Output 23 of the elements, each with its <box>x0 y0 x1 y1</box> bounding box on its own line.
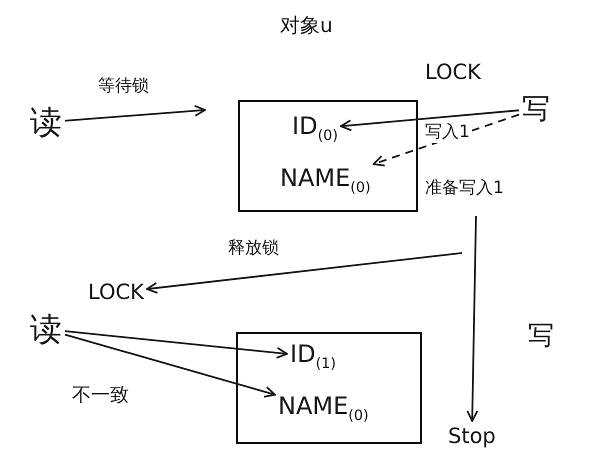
node-text: Stop <box>448 424 496 450</box>
arrow <box>64 104 206 122</box>
node-text: 写 <box>522 92 550 126</box>
annotation-text: 写 <box>528 320 554 353</box>
edge-label: 释放锁 <box>226 236 281 259</box>
arrow <box>146 252 462 294</box>
arrow <box>64 334 276 398</box>
annotation-text: LOCK <box>425 60 481 84</box>
node-text: NAME$_{(0)}$ <box>280 164 371 198</box>
node-text: 读 <box>30 103 62 142</box>
object-box <box>236 332 422 444</box>
node-text: 读 <box>30 310 62 348</box>
arrow <box>466 216 478 422</box>
node-text: NAME$_{(0)}$ <box>278 392 369 426</box>
arrow <box>340 109 520 132</box>
node-text: ID$_{(1)}$ <box>290 340 336 374</box>
annotation-text: 不一致 <box>72 383 129 408</box>
node-text: LOCK <box>88 280 144 306</box>
node-text: ID$_{(0)}$ <box>292 112 338 146</box>
object-box <box>238 100 418 212</box>
arrow <box>64 330 288 359</box>
diagram-title: 对象u <box>280 12 333 39</box>
edge-label: 写入1 <box>423 120 472 143</box>
